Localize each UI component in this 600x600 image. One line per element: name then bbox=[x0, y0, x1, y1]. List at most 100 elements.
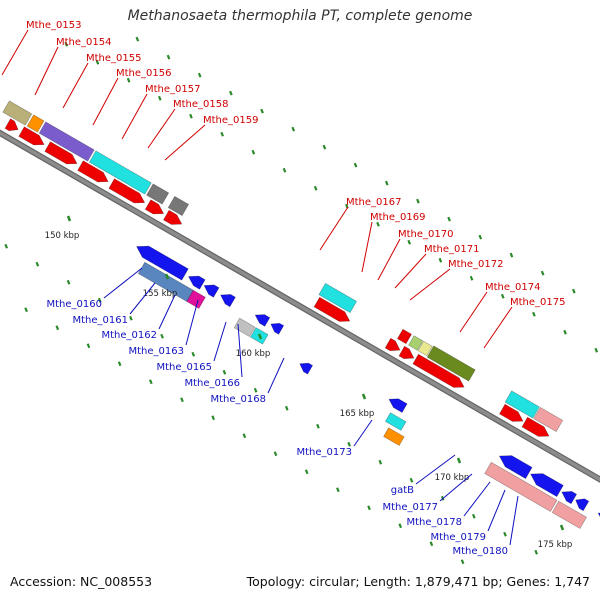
gene-pink[interactable] bbox=[551, 500, 587, 529]
forward-label-leader bbox=[34, 46, 59, 96]
reverse-gene-label[interactable]: gatB bbox=[391, 485, 414, 496]
gene-blue-arrow[interactable] bbox=[530, 473, 564, 498]
gene-cyan[interactable] bbox=[88, 150, 152, 195]
scale-tick bbox=[251, 149, 256, 155]
accession-label: Accession: NC_008553 bbox=[10, 574, 153, 589]
forward-gene-label[interactable]: Mthe_0172 bbox=[448, 259, 504, 270]
scale-tick bbox=[347, 441, 351, 447]
gene-red-arrow[interactable] bbox=[521, 416, 550, 437]
forward-gene-label[interactable]: Mthe_0167 bbox=[346, 197, 402, 208]
forward-label-leader bbox=[459, 291, 488, 333]
gene-red-arrow[interactable] bbox=[144, 199, 165, 215]
forward-gene-label[interactable]: Mthe_0156 bbox=[116, 68, 172, 79]
gene-light-yellow[interactable] bbox=[417, 340, 433, 357]
gene-red-arrow[interactable] bbox=[412, 353, 465, 388]
scale-tick bbox=[260, 108, 264, 114]
gene-red-arrow[interactable] bbox=[398, 345, 415, 360]
gene-blue-arrow[interactable] bbox=[136, 245, 189, 281]
gene-red-arrow[interactable] bbox=[18, 126, 45, 146]
gene-orange[interactable] bbox=[383, 427, 405, 446]
gene-red-arrow[interactable] bbox=[44, 141, 78, 165]
ruler-label: 175 kbp bbox=[538, 540, 573, 550]
gene-red[interactable] bbox=[396, 328, 412, 345]
forward-gene-label[interactable]: Mthe_0169 bbox=[370, 212, 426, 223]
scale-tick bbox=[438, 257, 443, 263]
gene-blue-arrow[interactable] bbox=[203, 284, 220, 298]
reverse-gene-label[interactable]: Mthe_0168 bbox=[211, 394, 267, 405]
gene-grey[interactable] bbox=[167, 195, 190, 217]
gene-olive-green[interactable] bbox=[426, 345, 476, 382]
gene-blue-arrow[interactable] bbox=[575, 498, 590, 512]
scale-tick bbox=[469, 275, 474, 281]
gene-blue-arrow[interactable] bbox=[498, 455, 533, 480]
forward-gene-label[interactable]: Mthe_0154 bbox=[56, 37, 112, 48]
gene-cyan[interactable] bbox=[504, 390, 540, 419]
reverse-gene-label[interactable]: Mthe_0162 bbox=[102, 330, 158, 341]
scale-tick bbox=[409, 477, 414, 483]
scale-tick bbox=[284, 405, 289, 411]
gene-light-green[interactable] bbox=[408, 335, 424, 351]
gene-cyan[interactable] bbox=[384, 412, 407, 431]
scale-tick bbox=[35, 261, 40, 267]
gene-silver[interactable] bbox=[233, 317, 256, 338]
reverse-gene-label[interactable]: Mthe_0180 bbox=[453, 546, 509, 557]
reverse-gene-label[interactable]: Mthe_0177 bbox=[383, 502, 439, 513]
gene-blue-arrow[interactable] bbox=[299, 362, 314, 375]
gene-red-arrow[interactable] bbox=[77, 160, 109, 183]
reverse-gene-label[interactable]: Mthe_0173 bbox=[297, 447, 353, 458]
ruler-label: 160 kbp bbox=[236, 349, 271, 359]
reverse-gene-label[interactable]: Mthe_0163 bbox=[129, 346, 185, 357]
gene-red-arrow[interactable] bbox=[163, 209, 183, 225]
gene-blue-arrow[interactable] bbox=[254, 314, 271, 327]
scale-tick bbox=[540, 270, 545, 276]
gene-red-arrow[interactable] bbox=[313, 296, 351, 322]
gene-magenta[interactable] bbox=[186, 289, 206, 309]
scale-tick bbox=[253, 387, 258, 393]
gene-red-arrow[interactable] bbox=[384, 337, 401, 352]
gene-red-arrow[interactable] bbox=[4, 118, 19, 132]
gene-red-arrow[interactable] bbox=[499, 403, 524, 422]
reverse-gene-label[interactable]: Mthe_0161 bbox=[73, 315, 129, 326]
gene-cyan[interactable] bbox=[318, 282, 358, 314]
forward-gene-label[interactable]: Mthe_0175 bbox=[510, 297, 566, 308]
gene-olive[interactable] bbox=[2, 100, 33, 126]
gene-red-arrow[interactable] bbox=[108, 178, 146, 204]
gene-orange[interactable] bbox=[26, 114, 45, 133]
gene-blue-arrow[interactable] bbox=[220, 294, 236, 308]
scale-tick bbox=[229, 90, 233, 96]
forward-gene-label[interactable]: Mthe_0170 bbox=[398, 229, 454, 240]
gene-pink[interactable] bbox=[533, 406, 564, 433]
gene-grey[interactable] bbox=[146, 183, 170, 205]
reverse-gene-label[interactable]: Mthe_0166 bbox=[185, 378, 241, 389]
scale-tick bbox=[282, 167, 287, 173]
gene-blue-arrow[interactable] bbox=[270, 322, 285, 335]
gene-blue-arrow[interactable] bbox=[561, 491, 578, 505]
gene-blue-arrow[interactable] bbox=[388, 398, 408, 413]
scale-tick bbox=[149, 379, 153, 385]
reverse-label-leader bbox=[353, 419, 373, 447]
forward-gene-label[interactable]: Mthe_0171 bbox=[424, 244, 480, 255]
gene-pink[interactable] bbox=[484, 461, 558, 512]
reverse-gene-label[interactable]: Mthe_0160 bbox=[47, 299, 103, 310]
forward-gene-label[interactable]: Mthe_0153 bbox=[26, 20, 82, 31]
scale-tick bbox=[97, 297, 102, 303]
scale-tick bbox=[222, 369, 227, 375]
ruler-tick bbox=[257, 333, 263, 340]
gene-purple[interactable] bbox=[38, 121, 95, 162]
forward-gene-label[interactable]: Mthe_0174 bbox=[485, 282, 541, 293]
scale-tick bbox=[503, 531, 507, 537]
scale-tick bbox=[273, 451, 278, 457]
forward-gene-label[interactable]: Mthe_0155 bbox=[86, 53, 142, 64]
scale-tick bbox=[353, 162, 358, 168]
reverse-gene-label[interactable]: Mthe_0179 bbox=[431, 532, 487, 543]
reverse-gene-label[interactable]: Mthe_0178 bbox=[407, 517, 463, 528]
scale-tick bbox=[160, 333, 164, 339]
forward-label-leader bbox=[394, 253, 427, 289]
reverse-gene-label[interactable]: Mthe_0165 bbox=[157, 362, 213, 373]
forward-gene-label[interactable]: Mthe_0157 bbox=[145, 84, 201, 95]
forward-gene-label[interactable]: Mthe_0158 bbox=[173, 99, 229, 110]
gene-blue-arrow[interactable] bbox=[188, 275, 206, 290]
scale-tick bbox=[429, 541, 434, 547]
forward-gene-label[interactable]: Mthe_0159 bbox=[203, 115, 259, 126]
reverse-label-leader bbox=[103, 267, 143, 299]
